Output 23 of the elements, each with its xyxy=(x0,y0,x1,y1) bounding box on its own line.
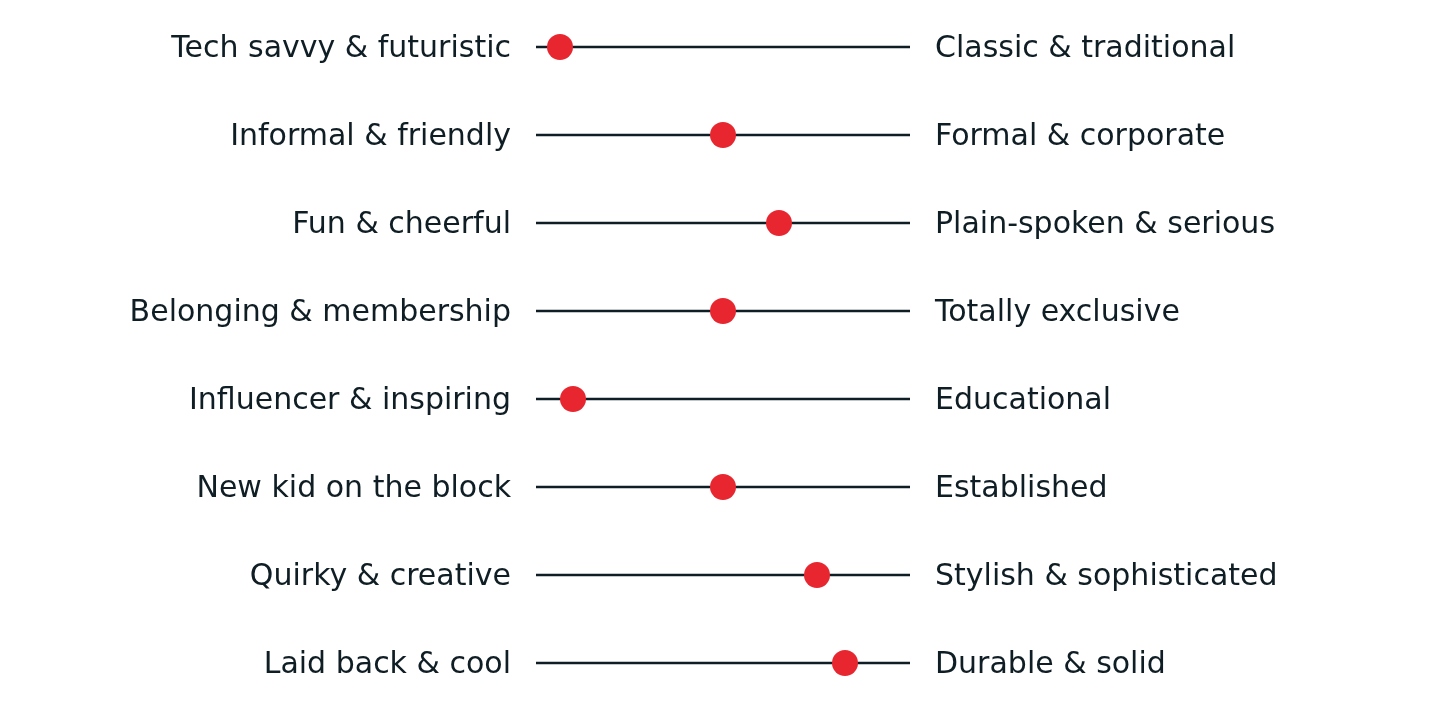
scale-line xyxy=(536,661,910,665)
scale-label: Durable & solid xyxy=(910,638,1410,688)
scale-line xyxy=(536,573,910,577)
scale-label: Laid back & cool xyxy=(40,638,536,688)
scale-line xyxy=(536,485,910,489)
scale-label: New kid on the block xyxy=(40,462,536,512)
scale-line xyxy=(536,45,910,49)
scale-line xyxy=(536,133,910,137)
scale-label: Established xyxy=(910,462,1410,512)
scale-label: Influencer & inspiring xyxy=(40,374,536,424)
scale-label: Informal & friendly xyxy=(40,110,536,160)
scale-label: Fun & cheerful xyxy=(40,198,536,248)
scale-label: Quirky & creative xyxy=(40,550,536,600)
scale-label: Plain-spoken & serious xyxy=(910,198,1410,248)
scale-line xyxy=(536,221,910,225)
scale-label: Belonging & membership xyxy=(40,286,536,336)
scale-label: Classic & traditional xyxy=(910,22,1410,72)
scale-label: Educational xyxy=(910,374,1410,424)
scale-label: Totally exclusive xyxy=(910,286,1410,336)
scale-label: Tech savvy & futuristic xyxy=(40,22,536,72)
scale-line xyxy=(536,309,910,313)
scale-label: Formal & corporate xyxy=(910,110,1410,160)
scale-label: Stylish & sophisticated xyxy=(910,550,1410,600)
